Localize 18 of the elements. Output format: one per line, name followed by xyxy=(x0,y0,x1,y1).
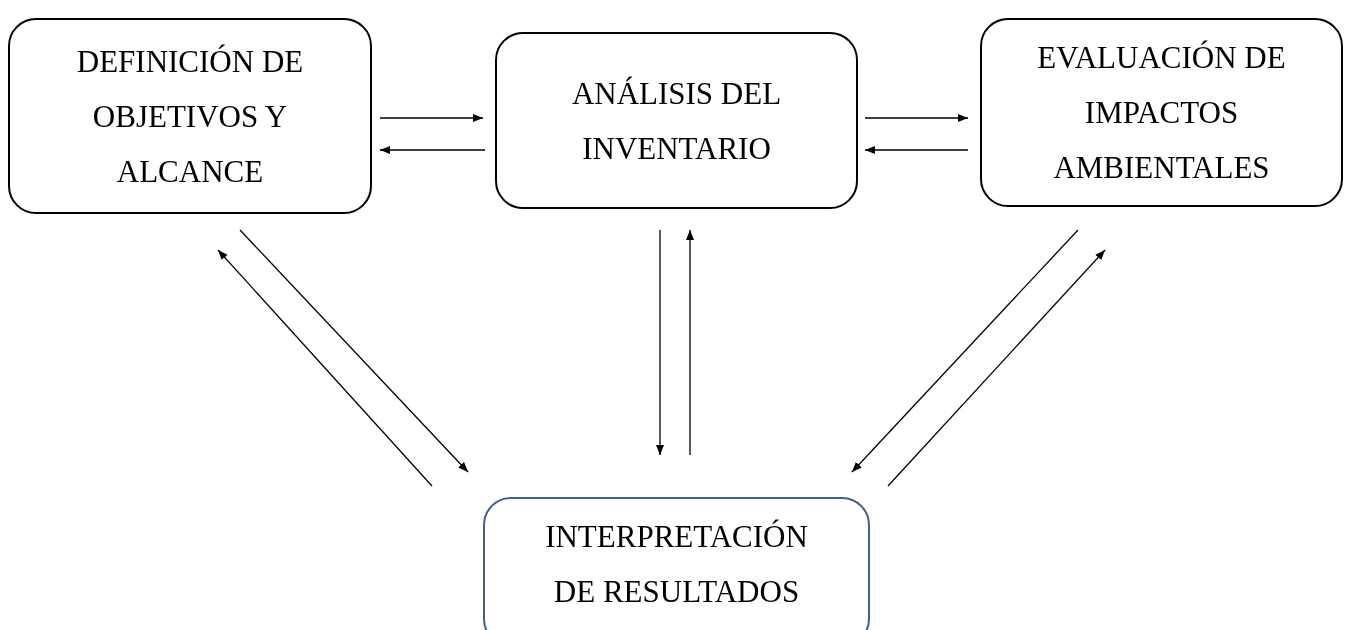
arrow xyxy=(379,114,484,122)
arrow xyxy=(864,146,969,154)
box-label: ANÁLISIS DEL INVENTARIO xyxy=(570,74,783,168)
box-label: INTERPRETACIÓN DE RESULTADOS xyxy=(544,518,809,611)
arrow xyxy=(656,229,664,456)
arrow xyxy=(686,229,694,456)
box-label: DEFINICIÓN DE OBJETIVOS Y ALCANCE xyxy=(75,42,305,191)
arrow xyxy=(851,229,1079,473)
arrow xyxy=(239,229,469,473)
box-label: EVALUACIÓN DE IMPACTOS AMBIENTALES xyxy=(1036,39,1287,187)
process-box xyxy=(495,32,858,209)
process-box xyxy=(483,497,870,630)
arrow xyxy=(887,249,1106,487)
process-box xyxy=(8,18,372,214)
process-box xyxy=(980,18,1343,207)
arrow xyxy=(217,249,433,487)
arrow xyxy=(379,146,486,154)
arrow xyxy=(864,114,969,122)
